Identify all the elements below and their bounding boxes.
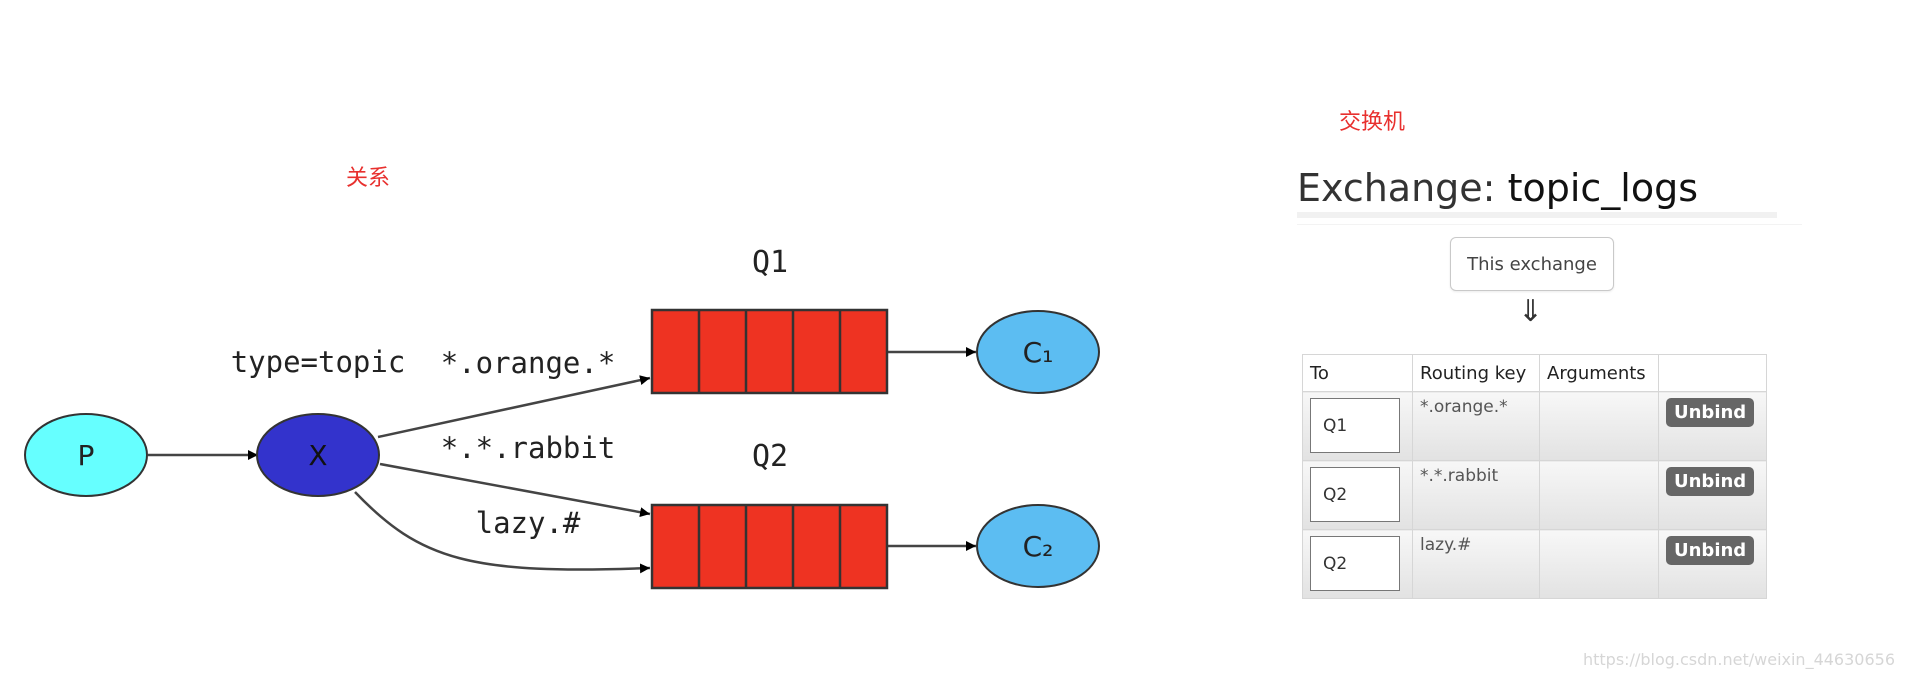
consumer-label-c1: C₁ [1023,336,1054,369]
bindings-table: To Routing key Arguments *.orange.* Unbi… [1302,354,1767,599]
exchange-type-label: type=topic [231,345,406,379]
producer-node [24,413,148,497]
queue-label-q2: Q2 [752,439,788,474]
cell-action: Unbind [1658,460,1767,530]
cell-action: Unbind [1658,529,1767,599]
cell-to [1302,391,1413,461]
queue-label-q1: Q1 [752,245,788,280]
column-header-routing-key: Routing key [1412,354,1540,392]
destination-queue-field[interactable] [1310,536,1400,591]
routing-key-label: *.*.rabbit [441,431,616,465]
this-exchange-button[interactable]: This exchange [1450,237,1614,291]
bindings-header-row: To Routing key Arguments [1302,354,1767,392]
edge-x-q1 [377,375,651,439]
cell-routing-key: lazy.# [1412,529,1540,599]
column-header-action [1658,354,1767,392]
consumer-node-c2 [976,504,1100,588]
edge-x-q2-lazy [354,491,651,574]
cell-arguments [1539,529,1659,599]
title-divider [1297,212,1777,218]
queue-q2 [650,503,889,590]
exchange-name: topic_logs [1507,166,1699,210]
down-arrow-icon: ⇓ [1518,294,1544,329]
table-row: lazy.# Unbind [1302,529,1767,599]
destination-queue-field[interactable] [1310,467,1400,522]
table-row: *.*.rabbit Unbind [1302,460,1767,530]
destination-queue-field[interactable] [1310,398,1400,453]
exchange-node-label: X [308,439,327,472]
exchange-node [256,413,380,497]
table-row: *.orange.* Unbind [1302,391,1767,461]
topic-routing-diagram: P X type=topic *.orange.* *.*.rabbit laz… [24,245,1100,590]
relation-note: 关系 [346,166,391,191]
unbind-button[interactable]: Unbind [1666,398,1755,427]
queue-q1 [650,308,889,395]
cell-arguments [1539,391,1659,461]
exchange-title: Exchange: topic_logs [1297,166,1698,210]
title-divider-line [1297,224,1802,225]
producer-label: P [78,439,95,472]
cell-routing-key: *.orange.* [1412,391,1540,461]
consumer-label-c2: C₂ [1023,530,1054,563]
edge-x-q2-rabbit [379,462,651,518]
cell-arguments [1539,460,1659,530]
unbind-button[interactable]: Unbind [1666,536,1755,565]
unbind-button[interactable]: Unbind [1666,467,1755,496]
cell-action: Unbind [1658,391,1767,461]
consumer-node-c1 [976,310,1100,394]
cell-routing-key: *.*.rabbit [1412,460,1540,530]
column-header-arguments: Arguments [1539,354,1659,392]
cell-to [1302,529,1413,599]
exchange-title-prefix: Exchange: [1297,166,1496,210]
watermark: https://blog.csdn.net/weixin_44630656 [1582,650,1895,669]
cell-to [1302,460,1413,530]
routing-key-label: *.orange.* [441,346,616,380]
routing-key-label: lazy.# [476,506,581,540]
exchange-note: 交换机 [1339,110,1406,135]
column-header-to: To [1302,354,1413,392]
